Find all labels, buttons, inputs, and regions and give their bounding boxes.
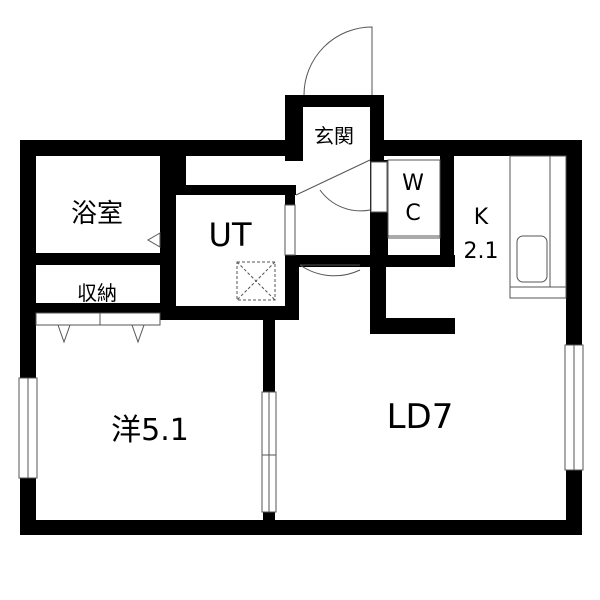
kitchen-size-label: 2.1 [464, 239, 499, 264]
bath-label: 浴室 [71, 199, 123, 229]
wc-door-swing [319, 189, 371, 212]
bath-door-icon [147, 232, 161, 248]
storage-label: 収納 [77, 281, 117, 305]
western-room-label: 洋5.1 [111, 413, 189, 448]
walls [20, 95, 582, 535]
laundry-pan-icon [236, 261, 276, 301]
entrance-label: 玄関 [314, 124, 354, 148]
closet-door-right-icon [131, 324, 145, 344]
wc-label-bottom: C [405, 201, 420, 226]
utility-label: UT [209, 216, 252, 254]
kitchen-label: K [474, 205, 489, 230]
kitchen-sink-icon [516, 235, 548, 283]
fixtures [35, 26, 567, 344]
kitchen-counter [509, 155, 567, 299]
wc-label-top: W [402, 171, 424, 196]
entrance-door-swing [303, 26, 373, 96]
closet-door-left-icon [57, 324, 71, 344]
windows [18, 161, 584, 513]
living-dining-label: LD7 [387, 397, 454, 437]
